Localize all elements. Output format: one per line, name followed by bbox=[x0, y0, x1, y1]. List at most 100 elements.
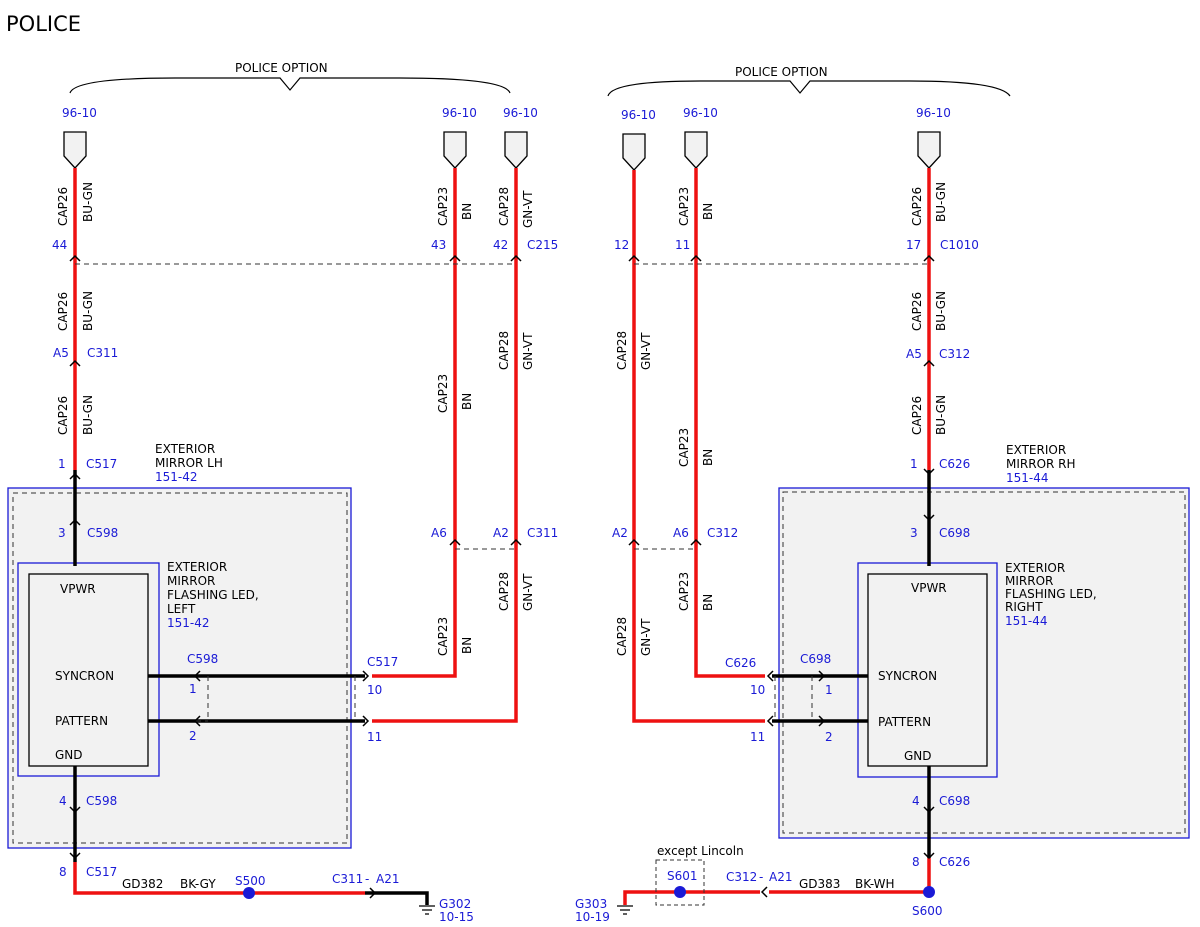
color-label: BU-GN bbox=[81, 291, 95, 331]
pin-label: A21 bbox=[769, 870, 792, 884]
ref-96-10: 96-10 bbox=[442, 106, 477, 120]
option-label-right: POLICE OPTION bbox=[735, 65, 828, 79]
led-ref: 151-44 bbox=[1005, 614, 1048, 628]
color-label: BN bbox=[460, 637, 474, 654]
mirror-rh-module-inner bbox=[782, 491, 1186, 834]
terminal-vpwr: VPWR bbox=[911, 581, 947, 595]
connector-label: C698 bbox=[939, 794, 970, 808]
led-label: LEFT bbox=[167, 602, 196, 616]
circuit-label: CAP23 bbox=[436, 187, 450, 226]
led-label: EXTERIOR bbox=[1005, 561, 1065, 575]
color-label: BU-GN bbox=[934, 291, 948, 331]
connector-dash: - bbox=[759, 870, 763, 884]
color-label: GN-VT bbox=[639, 332, 653, 370]
module-label: MIRROR RH bbox=[1006, 457, 1076, 471]
connector-label: C598 bbox=[87, 526, 118, 540]
connector-label: C698 bbox=[800, 652, 831, 666]
connector-label: C626 bbox=[939, 855, 970, 869]
module-ref: 151-44 bbox=[1006, 471, 1049, 485]
pin-label: 42 bbox=[493, 238, 508, 252]
terminal-syncron: SYNCRON bbox=[55, 669, 114, 683]
pin-label: 10 bbox=[367, 683, 382, 697]
pin-label: A5 bbox=[53, 346, 69, 360]
pin-label: 1 bbox=[910, 457, 918, 471]
connector-label: C311 bbox=[87, 346, 118, 360]
label-group-right-top: CAP23 BN CAP26 BU-GN CAP26 BU-GN CAP26 B… bbox=[615, 182, 948, 656]
color-label: GN-VT bbox=[521, 573, 535, 611]
color-label: BU-GN bbox=[934, 395, 948, 435]
module-label: MIRROR LH bbox=[155, 456, 223, 470]
led-label: EXTERIOR bbox=[167, 560, 227, 574]
splice-label: S601 bbox=[667, 869, 698, 883]
color-label: GN-VT bbox=[639, 618, 653, 656]
ref-96-10: 96-10 bbox=[621, 108, 656, 122]
page-ref-connector-icon bbox=[684, 131, 708, 169]
ground-symbol-icon bbox=[617, 905, 633, 915]
pin-label: A6 bbox=[673, 526, 689, 540]
splice-dot-icon bbox=[674, 886, 686, 898]
pin-label: 43 bbox=[431, 238, 446, 252]
color-label: BN bbox=[460, 393, 474, 410]
module-label: EXTERIOR bbox=[155, 442, 215, 456]
pin-label: A21 bbox=[376, 872, 399, 886]
pin-label: 11 bbox=[675, 238, 690, 252]
connector-label: C598 bbox=[187, 652, 218, 666]
pin-label: 2 bbox=[825, 730, 833, 744]
except-lincoln-box bbox=[655, 859, 705, 906]
ref-96-10: 96-10 bbox=[916, 106, 951, 120]
terminal-syncron: SYNCRON bbox=[878, 669, 937, 683]
ground-ref: 10-15 bbox=[439, 910, 474, 924]
label-group-left-top: CAP26 BU-GN CAP26 BU-GN CAP26 BU-GN CAP2… bbox=[56, 182, 535, 656]
pin-label: 4 bbox=[912, 794, 920, 808]
wire-ground-left bbox=[73, 862, 365, 895]
circuit-label: CAP28 bbox=[497, 187, 511, 226]
terminal-gnd: GND bbox=[55, 748, 83, 762]
led-label: FLASHING LED, bbox=[167, 588, 259, 602]
color-label: BU-GN bbox=[81, 182, 95, 222]
pin-label: 3 bbox=[910, 526, 918, 540]
pin-label: 1 bbox=[825, 683, 833, 697]
circuit-label: GD383 bbox=[799, 877, 840, 891]
led-label: MIRROR bbox=[167, 574, 215, 588]
wire-cap28-left bbox=[372, 168, 518, 723]
connector-arrow-icon bbox=[761, 886, 768, 898]
ground-ref: 10-19 bbox=[575, 910, 610, 924]
circuit-label: CAP28 bbox=[497, 572, 511, 611]
ref-96-10: 96-10 bbox=[503, 106, 538, 120]
module-label: EXTERIOR bbox=[1006, 443, 1066, 457]
connector-label: C312 bbox=[939, 347, 970, 361]
circuit-label: CAP28 bbox=[497, 331, 511, 370]
color-label: BN bbox=[701, 594, 715, 611]
circuit-label: CAP26 bbox=[910, 396, 924, 435]
wire-cap23-left bbox=[372, 168, 457, 678]
page-ref-connector-icon bbox=[504, 131, 528, 169]
wire-cap28-right bbox=[632, 170, 765, 723]
circuit-label: CAP28 bbox=[615, 331, 629, 370]
pin-label: 11 bbox=[750, 730, 765, 744]
page-ref-connector-icon bbox=[443, 131, 467, 169]
terminal-pattern: PATTERN bbox=[878, 715, 931, 729]
option-brace-left bbox=[69, 77, 511, 94]
pin-label: 2 bbox=[189, 729, 197, 743]
pin-label: 1 bbox=[58, 457, 66, 471]
pin-label: 12 bbox=[614, 238, 629, 252]
led-label: FLASHING LED, bbox=[1005, 587, 1097, 601]
color-label: BK-GY bbox=[180, 877, 216, 891]
pin-label: 8 bbox=[912, 855, 920, 869]
page-title: POLICE bbox=[6, 12, 81, 36]
connector-label: C215 bbox=[527, 238, 558, 252]
connector-label: C698 bbox=[939, 526, 970, 540]
led-left-box bbox=[28, 573, 149, 767]
pin-label: A6 bbox=[431, 526, 447, 540]
pin-label: 1 bbox=[189, 682, 197, 696]
splice-dot-icon bbox=[923, 886, 935, 898]
connector-label: C311 bbox=[332, 872, 363, 886]
pin-label: 44 bbox=[52, 238, 67, 252]
pin-label: A2 bbox=[612, 526, 628, 540]
connector-label: C626 bbox=[939, 457, 970, 471]
circuit-label: CAP26 bbox=[910, 187, 924, 226]
circuit-label: CAP23 bbox=[436, 617, 450, 656]
connector-label: C626 bbox=[725, 656, 756, 670]
circuit-label: CAP23 bbox=[677, 187, 691, 226]
